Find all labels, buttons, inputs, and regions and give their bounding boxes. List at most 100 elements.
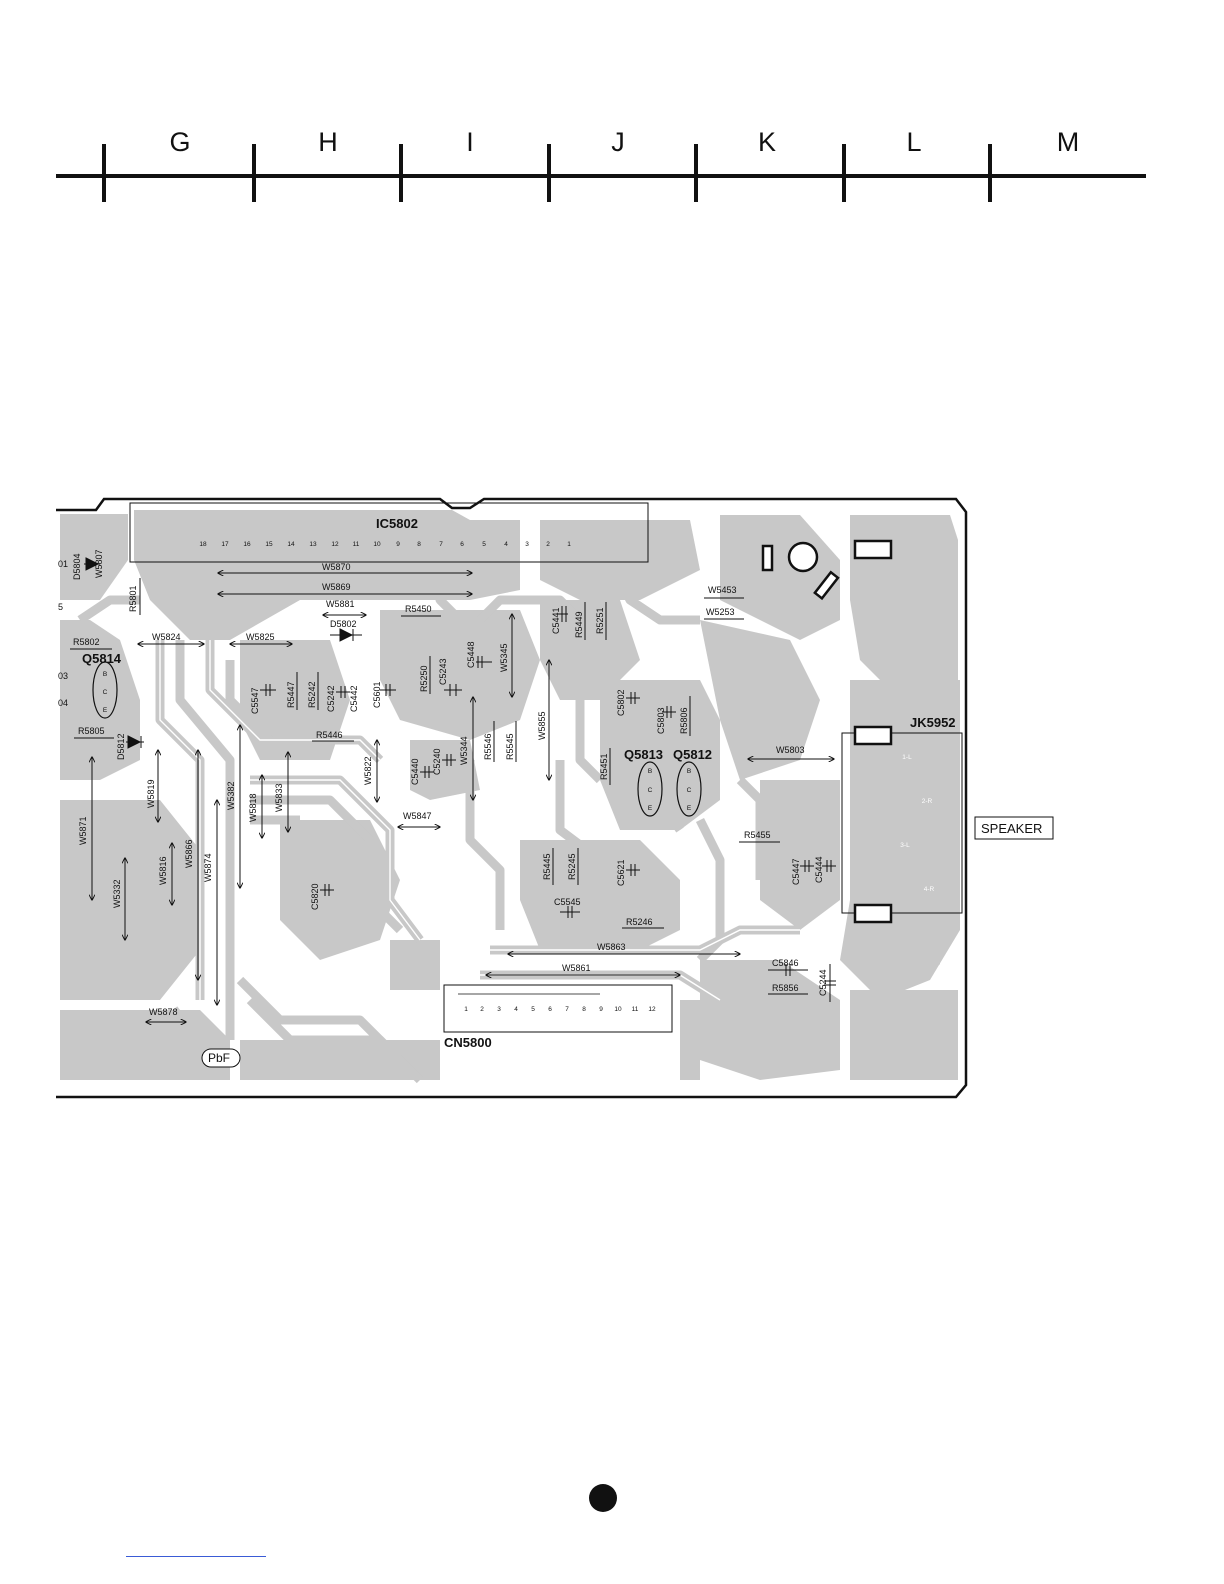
- capacitor-c5440-symbol: [420, 766, 434, 778]
- edge-tooth: [940, 625, 954, 641]
- capacitor-c5846-symbol: [768, 964, 808, 976]
- mount-hole: [787, 541, 819, 573]
- jumper-w5847-label: W5847: [403, 811, 432, 821]
- jumper-w5861-label: W5861: [562, 963, 591, 973]
- jack-pin-label: 3-L: [900, 842, 910, 849]
- speaker-tag: SPEAKER: [981, 821, 1042, 836]
- footer-link-line[interactable]: [126, 1556, 266, 1557]
- trace: [236, 976, 404, 1064]
- trace: [225, 660, 274, 744]
- capacitor-c5601-symbol: [380, 684, 396, 696]
- copper-layer: [60, 510, 960, 1080]
- copper-pour: [540, 520, 700, 600]
- ic-pin-label: 17: [221, 541, 229, 548]
- copper-pour: [540, 600, 640, 700]
- ic-pin-label: 4: [504, 541, 508, 548]
- ic5802-label: IC5802: [376, 516, 418, 531]
- capacitor-c5444-label: C5444: [814, 856, 824, 883]
- diode-d5802: [330, 628, 362, 642]
- diode-d5812-label: D5812: [116, 733, 126, 760]
- resistor-labels: R5450 R5802 R5805 R5446 R5455 R5246 R585…: [73, 585, 799, 993]
- capacitor-c5244-label: C5244: [818, 969, 828, 996]
- copper-pour: [60, 1010, 230, 1080]
- capacitor-c5820-label: C5820: [310, 883, 320, 910]
- ic-pin-label: 12: [331, 541, 339, 548]
- cn-pin-label: 5: [531, 1006, 535, 1013]
- q5814-label: Q5814: [82, 651, 122, 666]
- capacitor-c5447-label: C5447: [791, 858, 801, 885]
- capacitor-c5802-label: C5802: [616, 689, 626, 716]
- ic5802-footprint: [129, 502, 649, 563]
- trace: [175, 640, 235, 1040]
- ic-pin-label: 11: [353, 541, 360, 548]
- copper-pour: [850, 990, 958, 1080]
- jumper-w5803-label: W5803: [776, 745, 805, 755]
- q5813: Q5813 B C E: [624, 747, 663, 817]
- copper-pour: [60, 620, 140, 780]
- q5813-pin-e: E: [648, 805, 653, 812]
- jk5952-footprint: [841, 732, 963, 914]
- edge-label-04: 04: [58, 698, 68, 708]
- q5812-pin-b: B: [687, 768, 691, 775]
- capacitor-c5803-label: C5803: [656, 707, 666, 734]
- trace-outline: [250, 779, 421, 941]
- edge-tooth: [940, 643, 954, 659]
- copper-pour: [520, 840, 680, 950]
- jumper-w5874-label: W5874: [203, 853, 213, 882]
- capacitor-c5441-label: C5441: [551, 607, 561, 634]
- resistor-r5545-label: R5545: [505, 733, 515, 760]
- resistor-r5250-label: R5250: [419, 665, 429, 692]
- capacitor-c5444-symbol: [822, 860, 836, 872]
- jumper-w5871-label: W5871: [78, 816, 88, 845]
- edge-label-5: 5: [58, 602, 63, 612]
- edge-tooth: [940, 570, 954, 586]
- cn5800-label: CN5800: [444, 1035, 492, 1050]
- cn5800-footprint: [443, 984, 673, 1033]
- capacitor-c5802-symbol: [626, 692, 640, 704]
- jumper-w5881-label: W5881: [326, 599, 355, 609]
- q5814-outline: [92, 661, 118, 719]
- resistor-r5446-label: R5446: [316, 730, 343, 740]
- resistor-r5451-label: R5451: [599, 753, 609, 780]
- pbf-marker: PbF: [208, 1051, 230, 1065]
- mount-slot-diagonal: [813, 570, 840, 601]
- copper-pour: [700, 620, 820, 780]
- capacitor-c5803-symbol: [662, 706, 676, 718]
- cn-pin-label: 3: [497, 1006, 501, 1013]
- trace: [480, 970, 723, 1004]
- page-marker-dot: [589, 1484, 617, 1512]
- cn5800-pins: 1 2 3 4 5 6 7 8 9 10 11 12: [464, 1006, 656, 1013]
- capacitor-c5621-label: C5621: [616, 859, 626, 886]
- edge-tooth: [940, 547, 954, 563]
- trace: [615, 720, 684, 833]
- jumper-w5345-label: W5345: [499, 643, 509, 672]
- jack-pin-label: 4-R: [924, 886, 935, 893]
- resistor-r5546-label: R5546: [483, 733, 493, 760]
- resistor-r5856-label: R5856: [772, 983, 799, 993]
- cn-pin-label: 8: [582, 1006, 586, 1013]
- capacitor-c5242-symbol: [336, 686, 350, 698]
- cn-pin-label: 12: [648, 1006, 656, 1013]
- q5813-label: Q5813: [624, 747, 663, 762]
- trace: [465, 760, 505, 930]
- edge-tooth: [940, 605, 954, 621]
- resistor-r5802-label: R5802: [73, 637, 100, 647]
- capacitor-c5601-label: C5601: [372, 681, 382, 708]
- jumper-arrows: [92, 573, 834, 1022]
- jumper-w5855-label: W5855: [537, 711, 547, 740]
- jack-pin-label: 2-R: [922, 798, 933, 805]
- trace: [736, 776, 765, 880]
- trace: [60, 1026, 193, 1065]
- jumper-w5833-label: W5833: [274, 783, 284, 812]
- pbf-marker-box: [201, 1048, 241, 1068]
- resistor-r5806-label: R5806: [679, 707, 689, 734]
- q5813-pin-c: C: [648, 787, 653, 794]
- capacitor-c5448-symbol: [476, 656, 492, 668]
- ic-pin-label: 1: [567, 541, 571, 548]
- resistor-r5447-label: R5447: [286, 681, 296, 708]
- edge-labels: 01 5 03 04: [58, 559, 68, 708]
- resistor-r5251-label: R5251: [595, 607, 605, 634]
- copper-pour: [410, 740, 480, 800]
- jumper-w5332-label: W5332: [112, 879, 122, 908]
- copper-pour: [850, 515, 958, 700]
